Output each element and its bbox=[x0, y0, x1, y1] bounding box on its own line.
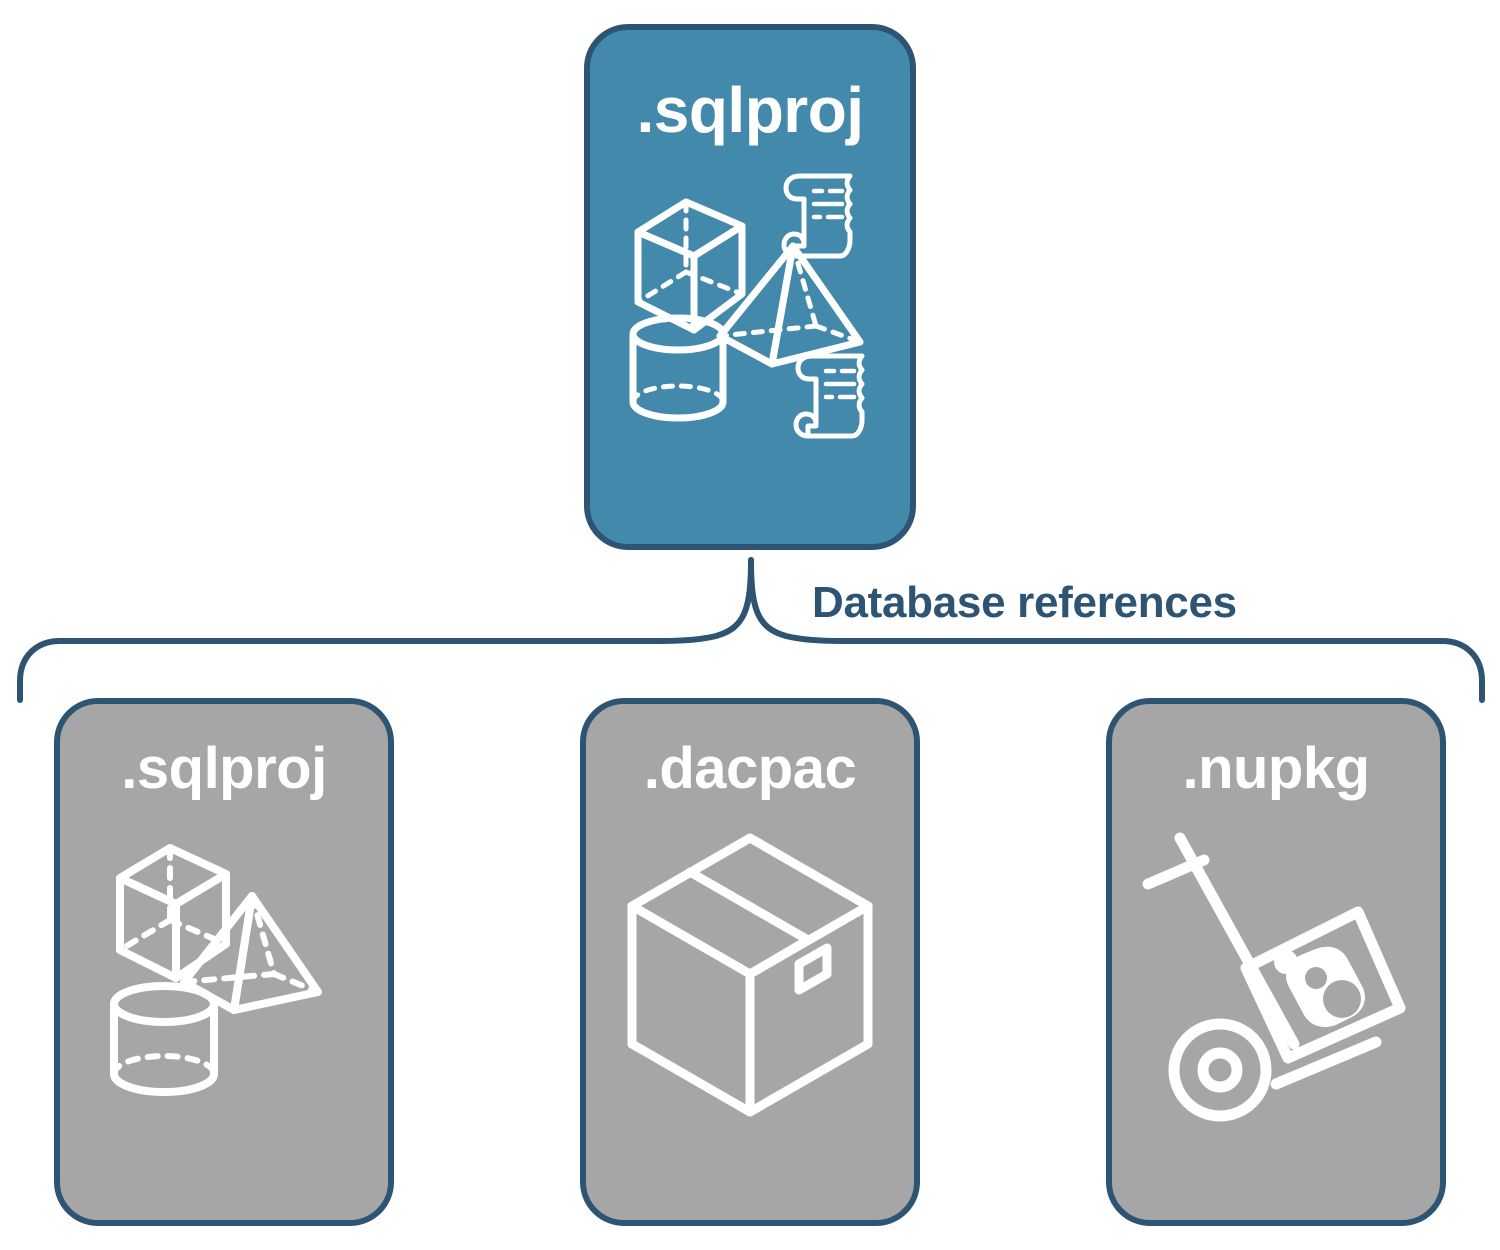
pyramid-3d-icon bbox=[716, 242, 864, 368]
nupkg-icon-group bbox=[1126, 816, 1426, 1136]
top-card-icon-group bbox=[620, 164, 880, 439]
package-box-icon bbox=[627, 833, 873, 1117]
cylinder-3d-icon bbox=[629, 314, 727, 422]
dacpac-icon-group bbox=[600, 816, 900, 1136]
card-sqlproj-root[interactable]: .sqlproj bbox=[584, 24, 916, 550]
card-reference-dacpac[interactable]: .dacpac bbox=[580, 698, 920, 1226]
sqlproj-icon-group bbox=[74, 816, 374, 1136]
card-reference-nupkg[interactable]: .nupkg bbox=[1106, 698, 1446, 1226]
connector-label: Database references bbox=[812, 578, 1237, 627]
script-scroll-icon bbox=[781, 173, 853, 259]
card-title: .nupkg bbox=[1182, 736, 1370, 801]
cylinder-3d-icon bbox=[110, 982, 218, 1096]
database-references-bracket bbox=[17, 557, 1485, 703]
hand-truck-package-icon bbox=[1142, 832, 1406, 1122]
script-scroll-icon bbox=[793, 353, 865, 439]
cube-3d-icon bbox=[634, 198, 746, 334]
card-title: .sqlproj bbox=[636, 74, 864, 146]
card-title: .dacpac bbox=[643, 736, 857, 801]
card-title: .sqlproj bbox=[121, 736, 327, 801]
card-reference-sqlproj[interactable]: .sqlproj bbox=[54, 698, 394, 1226]
